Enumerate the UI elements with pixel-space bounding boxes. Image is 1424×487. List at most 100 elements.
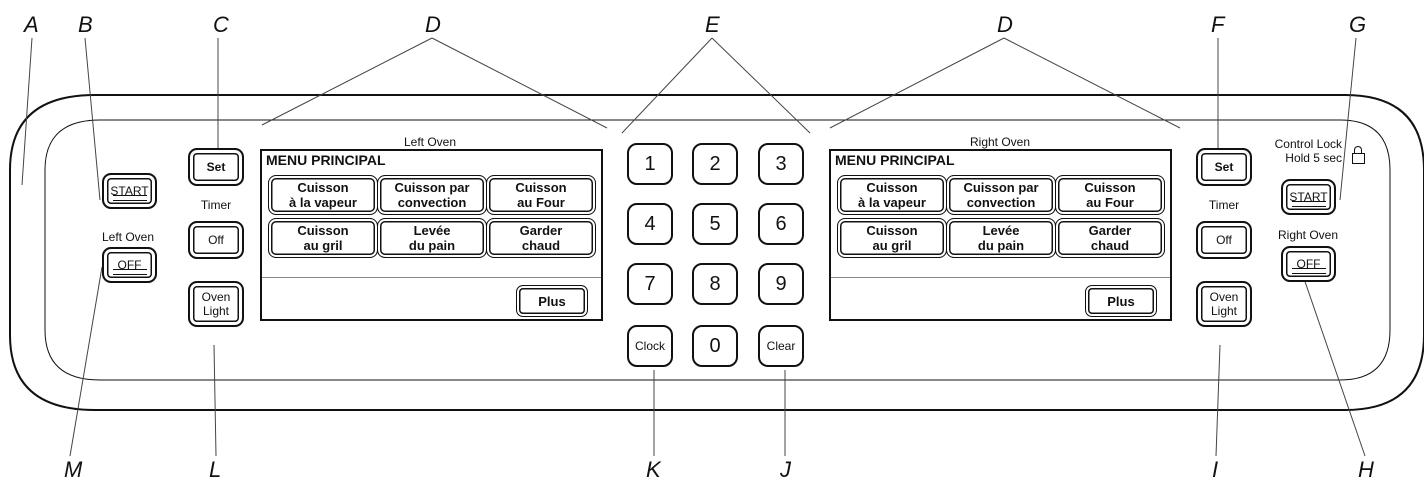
- key-6[interactable]: 6: [758, 203, 804, 245]
- right-oven-off-button[interactable]: OFF: [1281, 246, 1336, 282]
- right-menu-button-bake-label: Cuisson au Four: [1084, 180, 1136, 210]
- right-menu-button-steam[interactable]: Cuisson à la vapeur: [837, 175, 947, 215]
- callout-j: J: [780, 457, 791, 482]
- key-8[interactable]: 8: [692, 263, 738, 305]
- key-5-label: 5: [709, 212, 721, 235]
- left-menu-button-steam[interactable]: Cuisson à la vapeur: [268, 175, 378, 215]
- left-set-button[interactable]: Set: [188, 148, 244, 186]
- leader-lines: [21, 37, 1366, 457]
- right-plus-button[interactable]: Plus: [1085, 285, 1157, 317]
- left-menu-button-convection-label: Cuisson par convection: [394, 180, 470, 210]
- left-plus-button[interactable]: Plus: [516, 285, 588, 317]
- left-off-indicator: [112, 269, 147, 275]
- right-set-button[interactable]: Set: [1196, 148, 1252, 186]
- key-0[interactable]: 0: [692, 325, 738, 367]
- key-1-label: 1: [644, 152, 656, 175]
- callout-g: G: [1349, 12, 1367, 37]
- outer-panel-border: [9, 94, 1424, 411]
- right-timer-label: Timer: [1208, 198, 1240, 212]
- left-timer-off-label: Off: [208, 233, 224, 247]
- left-plus-label: Plus: [538, 293, 566, 309]
- clear-key[interactable]: Clear: [758, 325, 804, 367]
- right-menu-button-bake[interactable]: Cuisson au Four: [1055, 175, 1165, 215]
- left-screen-label: Left Oven: [403, 135, 457, 149]
- right-menu-button-convection-label: Cuisson par convection: [963, 180, 1039, 210]
- control-lock-hold-label: Hold 5 sec: [1285, 151, 1342, 165]
- right-menu-button-proof[interactable]: Levée du pain: [946, 218, 1056, 258]
- key-9-label: 9: [775, 272, 787, 295]
- right-screen-divider: [831, 277, 1170, 278]
- left-start-button[interactable]: START: [102, 173, 157, 209]
- left-oven-light-line2: Light: [202, 304, 230, 318]
- right-menu-button-broil-label: Cuisson au gril: [866, 223, 918, 253]
- left-menu-button-warm[interactable]: Garder chaud: [486, 218, 596, 258]
- right-timer-off-button[interactable]: Off: [1196, 221, 1252, 259]
- left-oven-label: Left Oven: [101, 230, 155, 244]
- key-0-label: 0: [709, 334, 721, 357]
- key-4-label: 4: [644, 212, 656, 235]
- callout-c: C: [213, 12, 229, 37]
- key-7-label: 7: [644, 272, 656, 295]
- right-menu-button-broil[interactable]: Cuisson au gril: [837, 218, 947, 258]
- left-start-indicator: [112, 195, 147, 201]
- clock-key[interactable]: Clock: [627, 325, 673, 367]
- callout-l: L: [209, 457, 222, 482]
- right-oven-label: Right Oven: [1277, 228, 1339, 242]
- left-oven-light-line1: Oven: [201, 290, 231, 304]
- callout-h: H: [1358, 457, 1374, 482]
- callout-e: E: [705, 12, 720, 37]
- callout-d-left: D: [425, 12, 441, 37]
- right-oven-light-line2: Light: [1210, 304, 1238, 318]
- right-menu-button-steam-label: Cuisson à la vapeur: [858, 180, 926, 210]
- right-off-indicator: [1291, 268, 1326, 274]
- clear-key-label: Clear: [766, 339, 796, 353]
- right-set-label: Set: [1214, 160, 1234, 174]
- key-6-label: 6: [775, 212, 787, 235]
- right-menu-title: MENU PRINCIPAL: [835, 152, 955, 168]
- key-3[interactable]: 3: [758, 143, 804, 185]
- left-timer-label: Timer: [200, 198, 232, 212]
- padlock-icon: [1352, 146, 1365, 164]
- clock-key-label: Clock: [634, 339, 665, 353]
- key-5[interactable]: 5: [692, 203, 738, 245]
- left-oven-off-button[interactable]: OFF: [102, 247, 157, 283]
- right-menu-button-warm-label: Garder chaud: [1088, 223, 1132, 253]
- key-9[interactable]: 9: [758, 263, 804, 305]
- key-7[interactable]: 7: [627, 263, 673, 305]
- left-menu-button-steam-label: Cuisson à la vapeur: [289, 180, 357, 210]
- right-menu-button-proof-label: Levée du pain: [977, 223, 1025, 253]
- callout-b: B: [78, 12, 93, 37]
- left-menu-button-broil[interactable]: Cuisson au gril: [268, 218, 378, 258]
- left-menu-button-proof-label: Levée du pain: [408, 223, 456, 253]
- callout-a: A: [24, 12, 39, 37]
- left-menu-button-bake-label: Cuisson au Four: [515, 180, 567, 210]
- left-start-label: START: [110, 184, 149, 198]
- left-menu-button-bake[interactable]: Cuisson au Four: [486, 175, 596, 215]
- key-4[interactable]: 4: [627, 203, 673, 245]
- key-1[interactable]: 1: [627, 143, 673, 185]
- right-screen-label: Right Oven: [969, 135, 1031, 149]
- callout-m: M: [64, 457, 83, 482]
- left-set-label: Set: [206, 160, 226, 174]
- right-menu-button-convection[interactable]: Cuisson par convection: [946, 175, 1056, 215]
- left-timer-off-button[interactable]: Off: [188, 221, 244, 259]
- right-start-button[interactable]: START: [1281, 179, 1336, 215]
- callout-i: I: [1212, 457, 1219, 482]
- right-oven-light-line1: Oven: [1209, 290, 1239, 304]
- right-menu-button-warm[interactable]: Garder chaud: [1055, 218, 1165, 258]
- right-start-label: START: [1289, 190, 1328, 204]
- left-menu-button-proof[interactable]: Levée du pain: [377, 218, 487, 258]
- left-menu-button-warm-label: Garder chaud: [519, 223, 563, 253]
- inner-panel-border: [44, 119, 1391, 381]
- left-touch-screen: MENU PRINCIPAL Cuisson à la vapeur Cuiss…: [260, 149, 603, 321]
- right-oven-off-label: OFF: [1296, 257, 1321, 271]
- key-2[interactable]: 2: [692, 143, 738, 185]
- left-menu-button-broil-label: Cuisson au gril: [297, 223, 349, 253]
- key-3-label: 3: [775, 152, 787, 175]
- left-menu-title: MENU PRINCIPAL: [266, 152, 386, 168]
- left-menu-button-convection[interactable]: Cuisson par convection: [377, 175, 487, 215]
